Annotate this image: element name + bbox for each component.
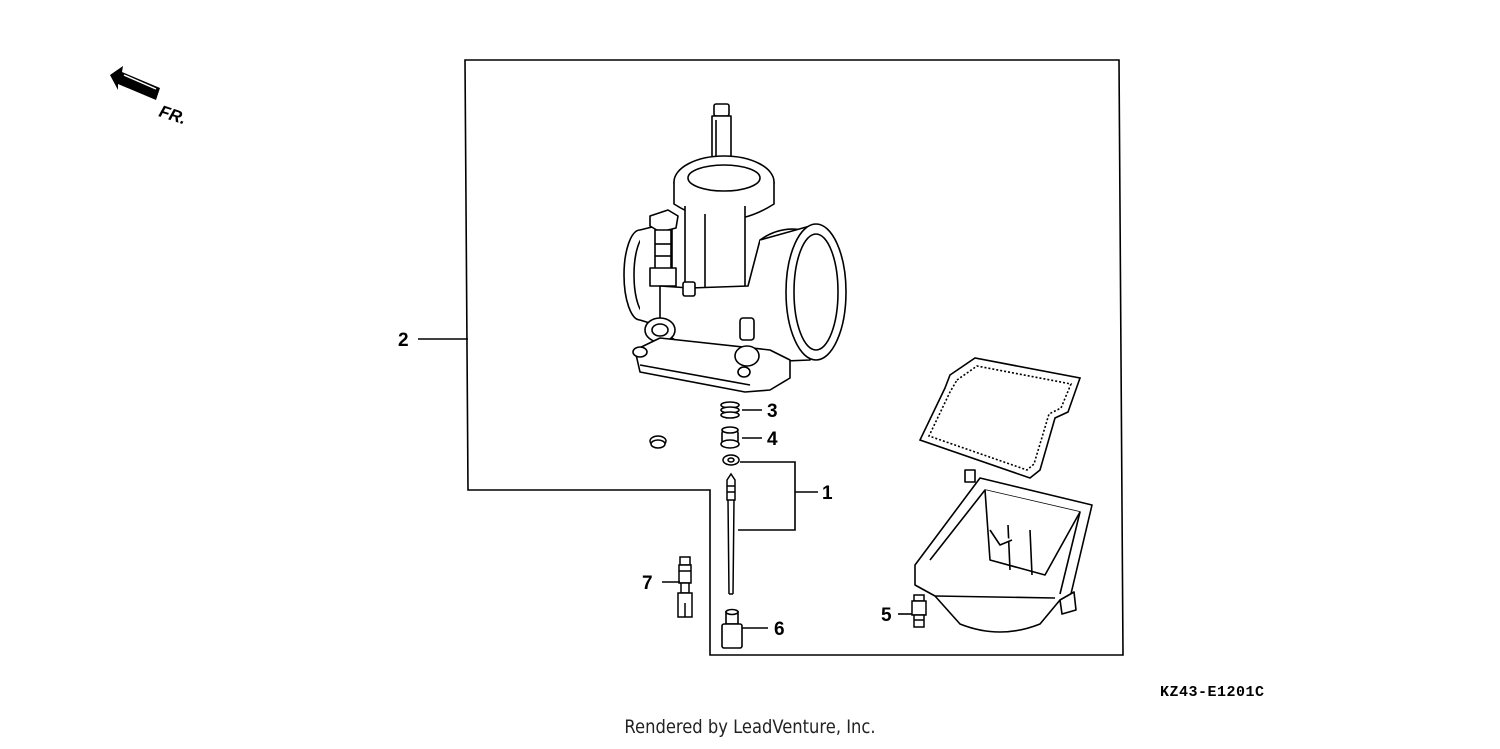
assembly-boundary [464, 59, 1124, 656]
callout-5: 5 [881, 605, 892, 626]
callout-4: 4 [767, 429, 778, 450]
callout-3: 3 [767, 401, 778, 422]
front-label: FR. [157, 102, 189, 129]
drain-screw-part [911, 594, 927, 628]
callout-2: 2 [398, 330, 409, 351]
cap-part [649, 435, 667, 449]
credit-line: Rendered by LeadVenture, Inc. [624, 716, 876, 738]
callout-1: 1 [822, 483, 833, 504]
front-arrow-icon: FR. [110, 66, 189, 128]
float-bowl-part [914, 469, 1093, 633]
carburetor-body [623, 103, 847, 393]
diagram-code: KZ43-E1201C [1160, 684, 1265, 701]
adjuster-screw-part [677, 556, 693, 618]
leader-lines [418, 338, 912, 629]
jet-part [720, 426, 740, 449]
gasket-part [918, 357, 1082, 479]
callout-6: 6 [774, 619, 785, 640]
needle-jet-part [721, 608, 743, 649]
spring-part [720, 401, 740, 419]
needle-set-part [722, 454, 740, 595]
callout-7: 7 [642, 573, 653, 594]
